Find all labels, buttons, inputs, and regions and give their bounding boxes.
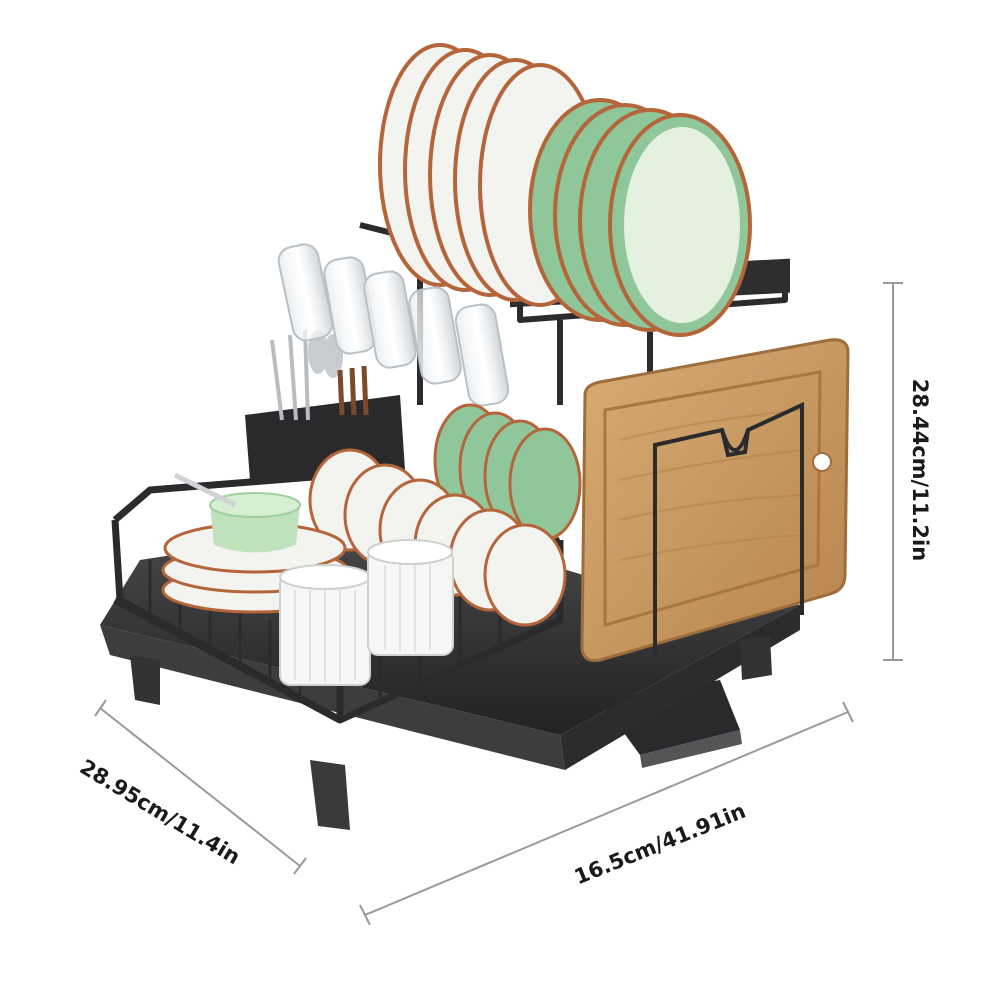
dimension-lines <box>94 282 903 926</box>
upper-plates-white <box>378 43 602 307</box>
lower-plates-green <box>433 403 582 541</box>
cutting-board <box>580 338 850 662</box>
height-dimension-label: 28.44cm/11.2in <box>908 378 932 562</box>
bowl-stack <box>161 472 349 614</box>
drinking-glasses <box>277 243 510 407</box>
depth-dimension-line <box>99 707 301 867</box>
ribbed-cups <box>279 539 454 686</box>
upper-plates-green <box>528 98 752 337</box>
width-dimension-line <box>364 711 849 916</box>
